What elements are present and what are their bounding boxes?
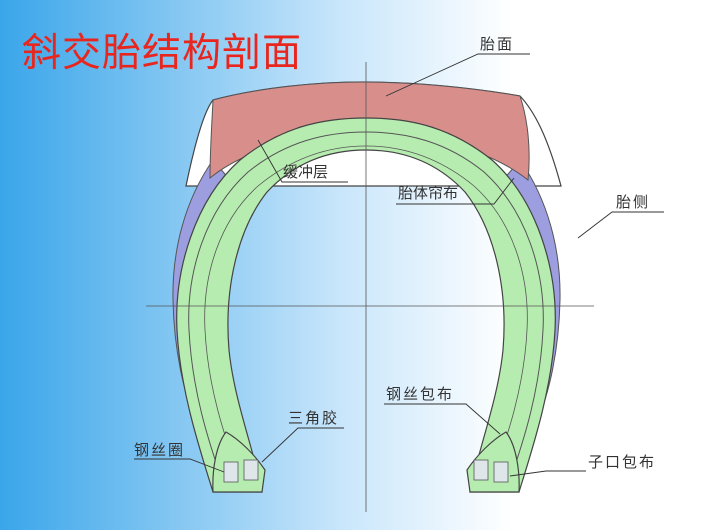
slide-title: 斜交胎结构剖面 [22,31,303,76]
label-chafer: 钢丝包布 [386,385,454,403]
label-carcass-ply: 胎体帘布 [398,184,458,202]
leader-lines [134,53,664,477]
label-apex: 三角胶 [288,409,339,427]
bead-left [212,431,266,493]
label-rim-strip: 子口包布 [588,453,656,471]
label-sidewall: 胎侧 [616,193,650,211]
label-tread: 胎面 [480,35,514,53]
label-bead-wire: 钢丝圈 [134,441,185,459]
bead-right [466,431,520,493]
label-breaker: 缓冲层 [283,163,328,181]
